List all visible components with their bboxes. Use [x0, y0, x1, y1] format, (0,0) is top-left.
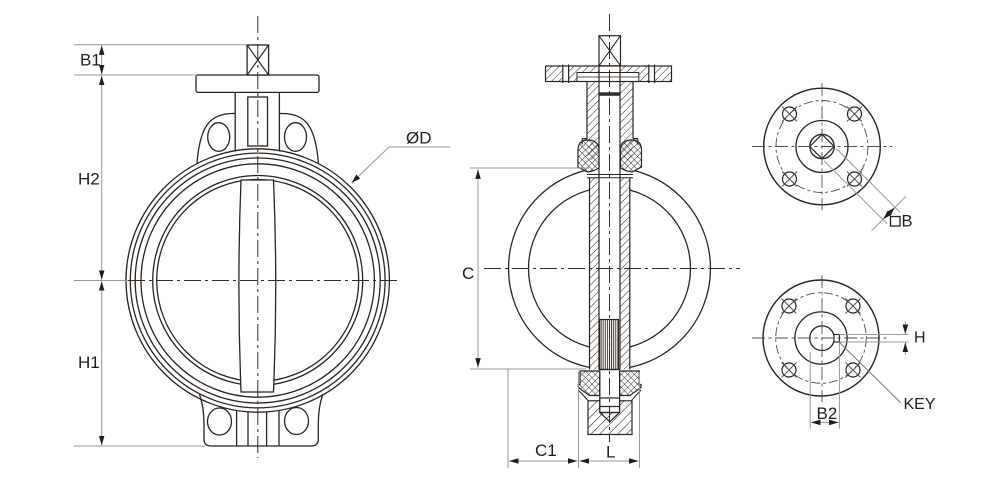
- svg-text:C1: C1: [535, 441, 557, 460]
- svg-text:H2: H2: [78, 170, 100, 189]
- svg-text:C: C: [462, 264, 474, 283]
- svg-text:H: H: [914, 330, 926, 347]
- svg-text:KEY: KEY: [904, 396, 936, 413]
- svg-text:L: L: [606, 443, 615, 462]
- svg-text:H1: H1: [78, 353, 100, 372]
- svg-text:ØD: ØD: [406, 129, 432, 148]
- svg-text:B2: B2: [817, 404, 838, 423]
- svg-text:B1: B1: [80, 51, 101, 70]
- svg-text:B: B: [902, 213, 913, 231]
